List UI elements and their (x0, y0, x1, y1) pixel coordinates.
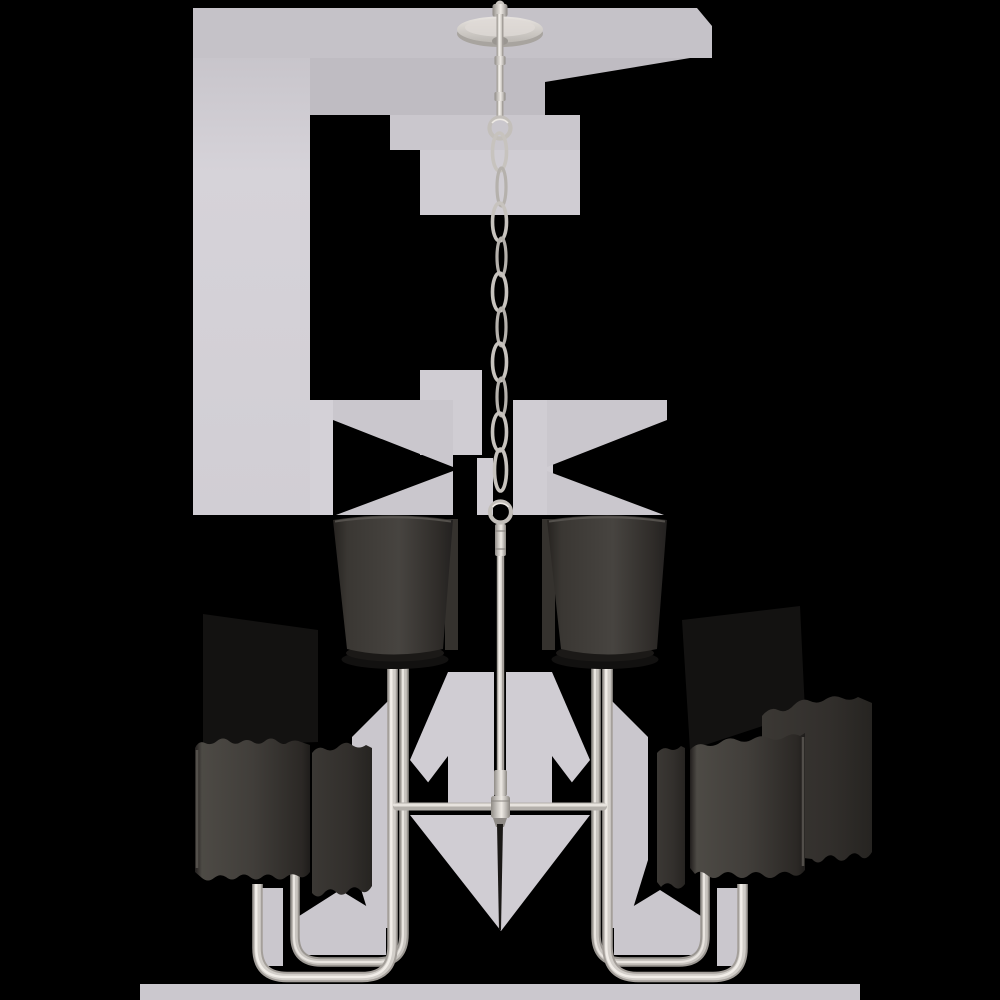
background-remnant-patches (140, 8, 860, 1000)
lower-shade-right (690, 733, 805, 878)
center-stem (491, 522, 510, 827)
lower-rear-shades (312, 696, 872, 897)
upper-shade-left (333, 515, 453, 669)
hang-rod (494, 14, 506, 118)
finial-spike (497, 824, 503, 930)
lower-shade-left (195, 738, 310, 881)
chain (487, 115, 514, 525)
upper-shade-right (547, 515, 667, 669)
